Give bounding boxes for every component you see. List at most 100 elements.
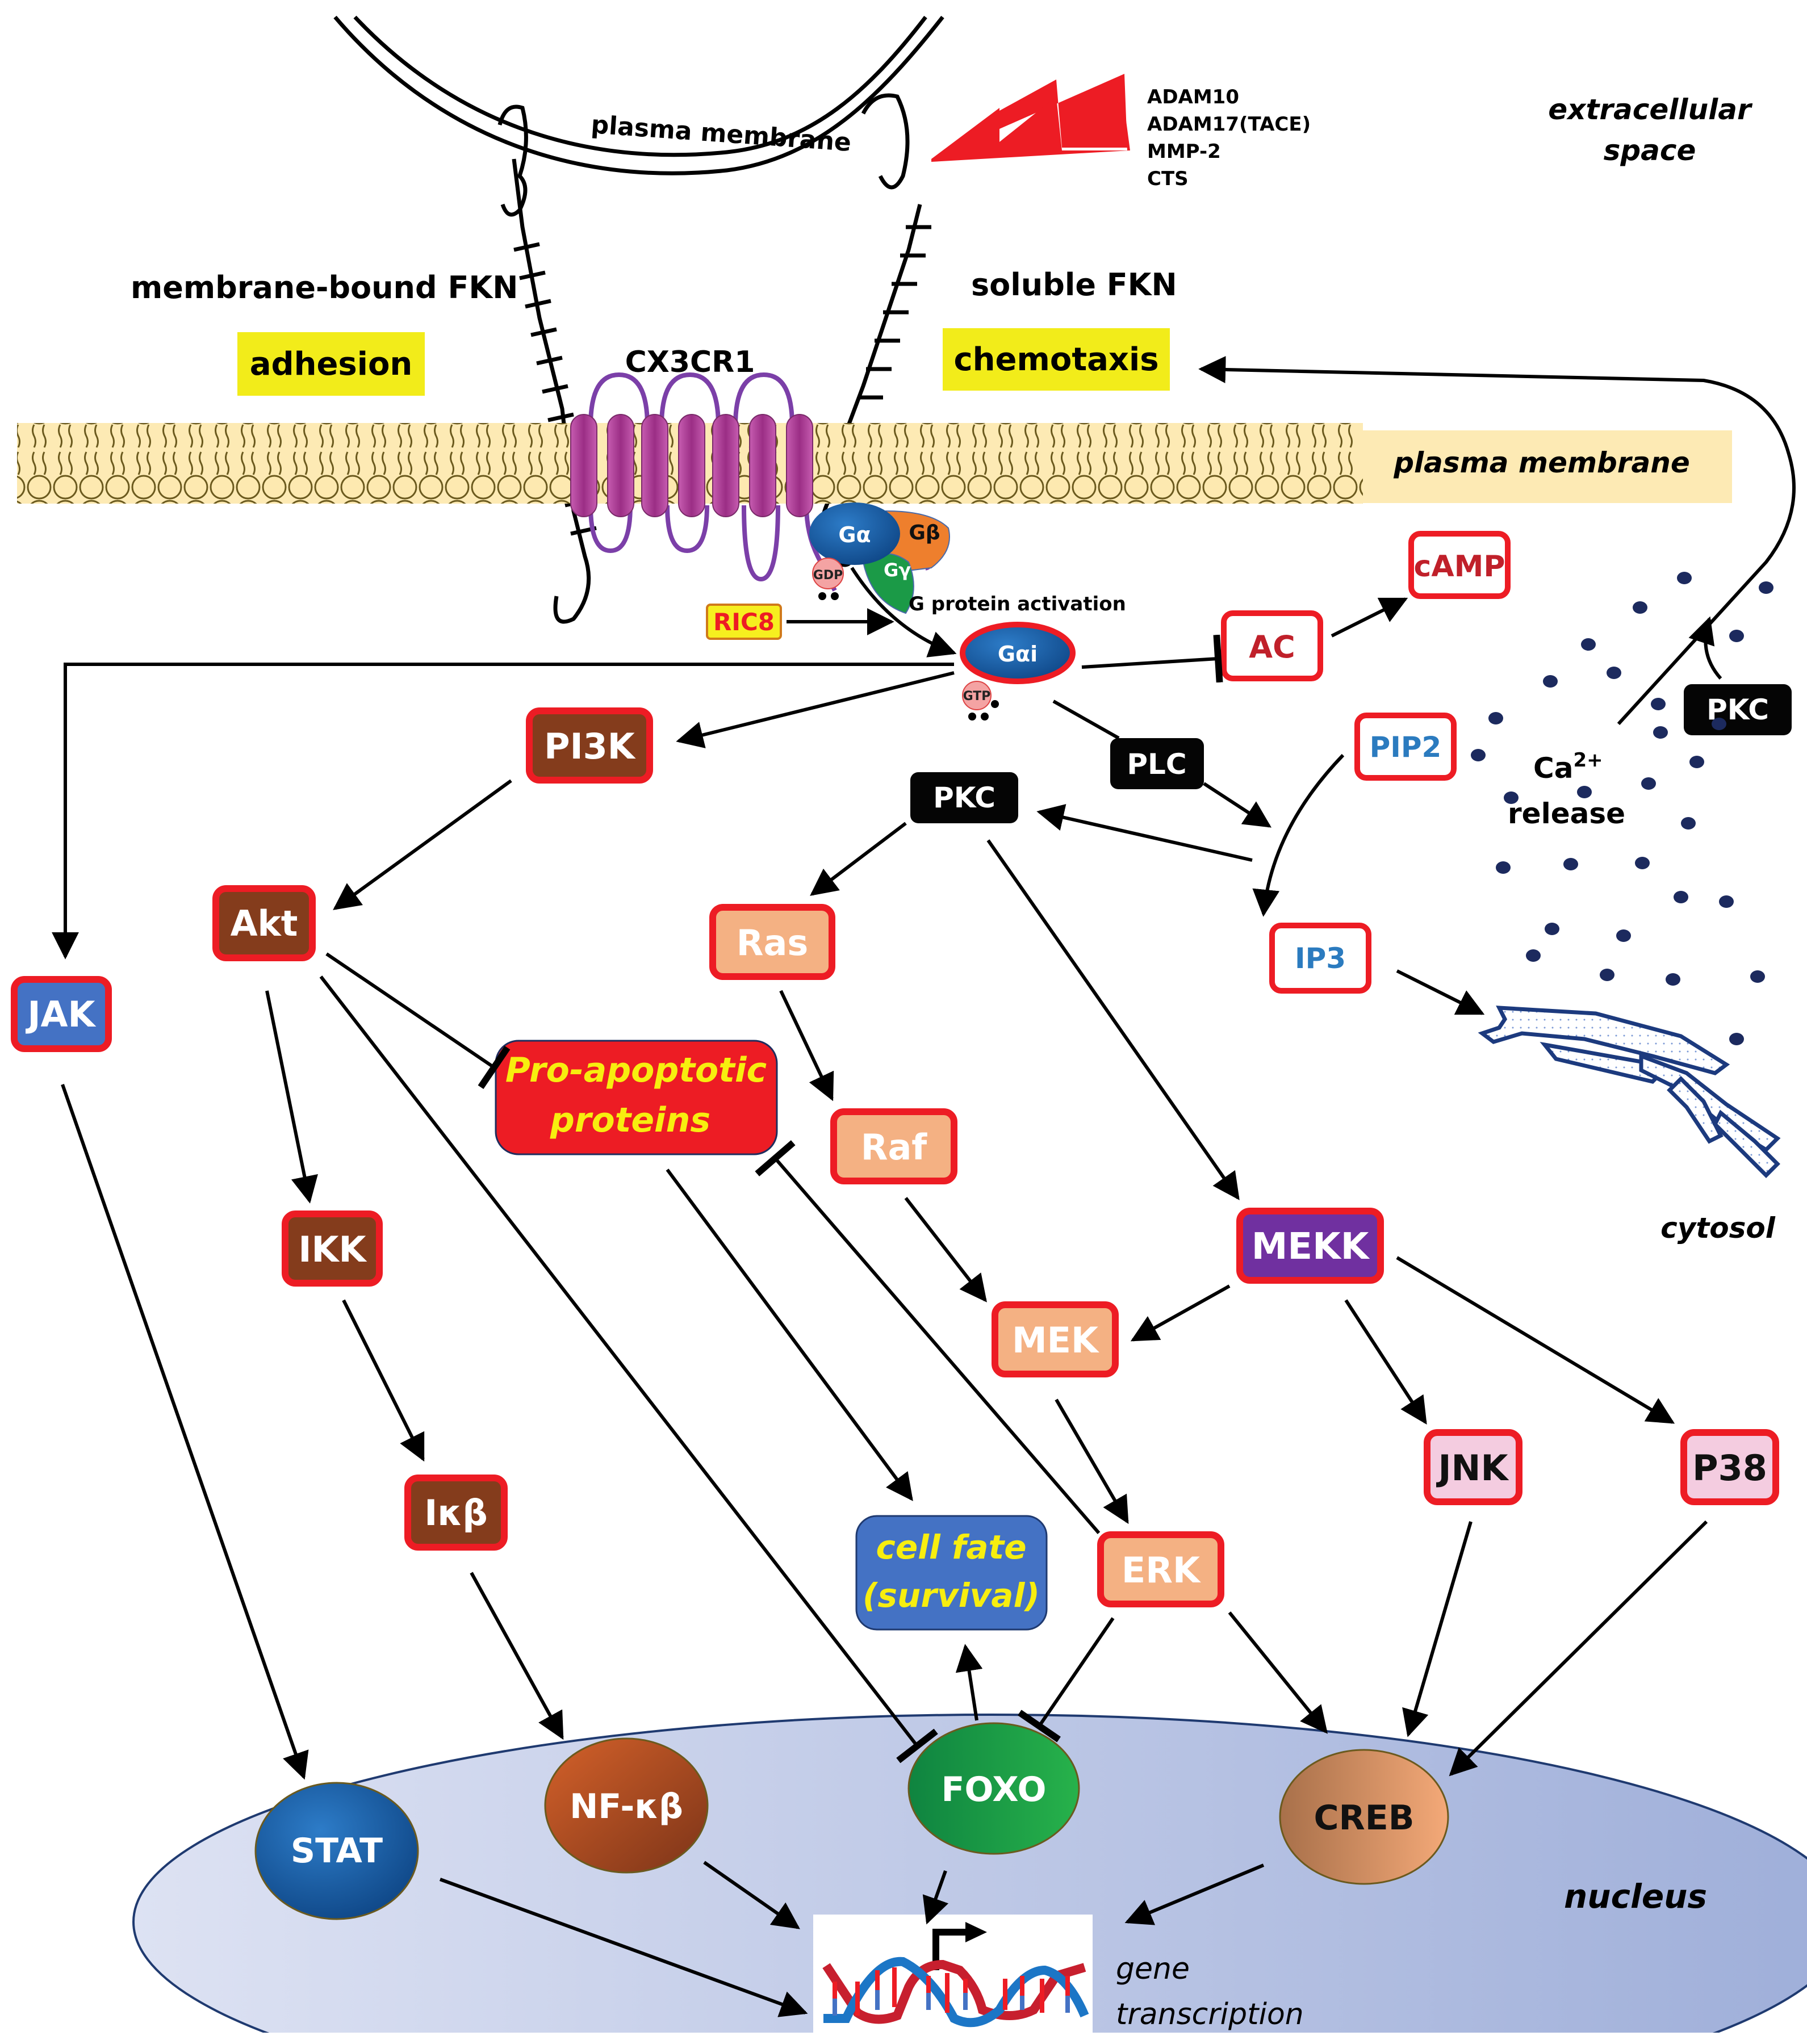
p38-node: P38 xyxy=(1680,1429,1779,1505)
svg-text:chemotaxis: chemotaxis xyxy=(953,341,1158,378)
pkc-right-node: PKC xyxy=(1684,684,1792,735)
edge-pi3k-to-akt xyxy=(333,779,512,910)
svg-text:Raf: Raf xyxy=(861,1126,928,1168)
gene-transcription-label: gene xyxy=(1116,1952,1190,1986)
svg-text:Ca2+: Ca2+ xyxy=(1533,749,1603,785)
membrane-bound-fkn-label: membrane-bound FKN xyxy=(131,270,518,305)
svg-text:release: release xyxy=(1508,797,1625,830)
svg-text:Pro-apoptotic: Pro-apoptotic xyxy=(505,1050,767,1090)
svg-text:ERK: ERK xyxy=(1122,1549,1201,1591)
svg-text:Ras: Ras xyxy=(737,922,808,964)
edge-erk-to-creb xyxy=(1228,1611,1328,1734)
g-beta-label: Gβ xyxy=(909,521,940,544)
edge-gai-to-jak xyxy=(52,663,954,960)
svg-text:cAMP: cAMP xyxy=(1414,550,1505,584)
svg-text:P38: P38 xyxy=(1692,1447,1767,1489)
plc-node: PLC xyxy=(1110,738,1204,789)
erk-node: ERK xyxy=(1097,1531,1224,1607)
pkc-center-node: PKC xyxy=(910,772,1018,823)
svg-text:PI3K: PI3K xyxy=(544,726,636,767)
svg-text:(survival): (survival) xyxy=(863,1576,1040,1615)
g-protein-activation-label: G protein activation xyxy=(909,593,1126,615)
edge-split-to-pkc xyxy=(1036,804,1253,862)
edge-ikb-to-nfkb xyxy=(470,1572,564,1740)
svg-text:adhesion: adhesion xyxy=(250,346,413,383)
ras-node: Ras xyxy=(709,904,835,980)
protease-item: ADAM10 xyxy=(1147,86,1239,108)
camp-node: cAMP xyxy=(1408,531,1511,599)
edge-mek-to-erk xyxy=(1055,1398,1129,1524)
cx3cr1-receptor xyxy=(570,372,837,592)
g-gamma-label: Gγ xyxy=(884,559,911,581)
edge-creb-to-gene xyxy=(1124,1863,1265,1925)
svg-text:STAT: STAT xyxy=(291,1831,383,1871)
edge-foxo-to-cellfate xyxy=(955,1644,983,1721)
svg-text:IP3: IP3 xyxy=(1295,942,1346,975)
extracellular-space-label-2: space xyxy=(1604,134,1696,167)
pip2-node: PIP2 xyxy=(1354,713,1457,781)
edge-pkc-to-mekk xyxy=(986,839,1240,1200)
g-protein-complex: Gα Gβ Gγ GDP xyxy=(809,502,950,614)
gene-transcription-label-2: transcription xyxy=(1116,1997,1304,2032)
raf-node: Raf xyxy=(830,1108,957,1184)
chemotaxis-badge: chemotaxis xyxy=(943,328,1170,391)
protease-item: MMP-2 xyxy=(1147,140,1221,163)
soluble-fkn-label: soluble FKN xyxy=(971,267,1177,303)
extracellular-space-label: extracellular xyxy=(1548,93,1753,126)
edge-jnk-to-creb xyxy=(1402,1521,1473,1737)
svg-text:RIC8: RIC8 xyxy=(713,608,775,636)
edge-gai-to-pi3k xyxy=(676,671,955,748)
svg-text:NF-κβ: NF-κβ xyxy=(570,1787,683,1827)
edge-pkc-to-ca xyxy=(1688,616,1722,680)
svg-text:JAK: JAK xyxy=(25,994,96,1035)
edge-gai-to-plc xyxy=(1052,700,1120,740)
pro-apoptotic-proteins-node: Pro-apoptotic proteins xyxy=(495,1040,778,1155)
pathway-edges xyxy=(52,355,1796,2017)
edge-ac-to-camp xyxy=(1331,597,1408,638)
edge-proapoptotic-to-cellfate xyxy=(666,1168,913,1501)
edge-gai-inhibits-ac xyxy=(1081,634,1223,683)
edge-ca-to-chemotaxis xyxy=(1198,355,1796,726)
svg-text:Gαi: Gαi xyxy=(998,642,1038,667)
svg-text:proteins: proteins xyxy=(550,1100,710,1140)
edge-mekk-to-jnk xyxy=(1344,1299,1427,1425)
plasma-membrane-label-band xyxy=(1363,430,1732,503)
calcium-release-label: Ca2+ release xyxy=(1508,749,1625,830)
stat-node: STAT xyxy=(254,1782,419,1920)
svg-text:CREB: CREB xyxy=(1314,1798,1415,1838)
svg-text:AC: AC xyxy=(1249,629,1295,665)
edge-erk-inhibits-proapoptotic xyxy=(755,1140,1101,1534)
ip3-node: IP3 xyxy=(1269,923,1371,994)
svg-text:Akt: Akt xyxy=(231,903,298,944)
edge-mekk-to-p38 xyxy=(1396,1256,1675,1424)
svg-text:PKC: PKC xyxy=(933,781,995,814)
svg-text:PLC: PLC xyxy=(1127,748,1186,781)
edge-akt-to-ikk xyxy=(265,990,318,1204)
dna-gene-icon xyxy=(813,1915,1093,2033)
svg-text:MEK: MEK xyxy=(1012,1320,1099,1361)
mekk-node: MEKK xyxy=(1236,1208,1384,1284)
svg-text:JNK: JNK xyxy=(1436,1447,1509,1489)
edge-ip3-to-er xyxy=(1396,969,1485,1015)
creb-node: CREB xyxy=(1279,1749,1449,1885)
edge-akt-inhibits-foxo xyxy=(319,975,938,1764)
mek-node: MEK xyxy=(992,1301,1119,1377)
edge-jak-to-stat xyxy=(61,1084,309,1780)
edge-ikk-to-ikb xyxy=(342,1299,425,1462)
edge-p38-to-creb xyxy=(1449,1520,1708,1777)
edge-pkc-to-ras xyxy=(810,822,907,896)
svg-text:FOXO: FOXO xyxy=(942,1770,1047,1810)
ikb-node: Iκβ xyxy=(404,1475,508,1551)
gdp-label: GDP xyxy=(813,568,843,583)
svg-text:Iκβ: Iκβ xyxy=(424,1492,488,1534)
edge-mekk-to-mek xyxy=(1130,1284,1231,1342)
upper-membrane-label: plasma membrane xyxy=(590,110,852,157)
edge-raf-to-mek xyxy=(904,1197,987,1302)
jnk-node: JNK xyxy=(1424,1429,1522,1505)
protease-item: ADAM17(TACE) xyxy=(1147,113,1311,136)
ric8-badge: RIC8 xyxy=(706,604,782,640)
jak-node: JAK xyxy=(11,976,112,1052)
calcium-ions xyxy=(1471,572,1773,1045)
gtp-label: GTP xyxy=(963,689,991,703)
